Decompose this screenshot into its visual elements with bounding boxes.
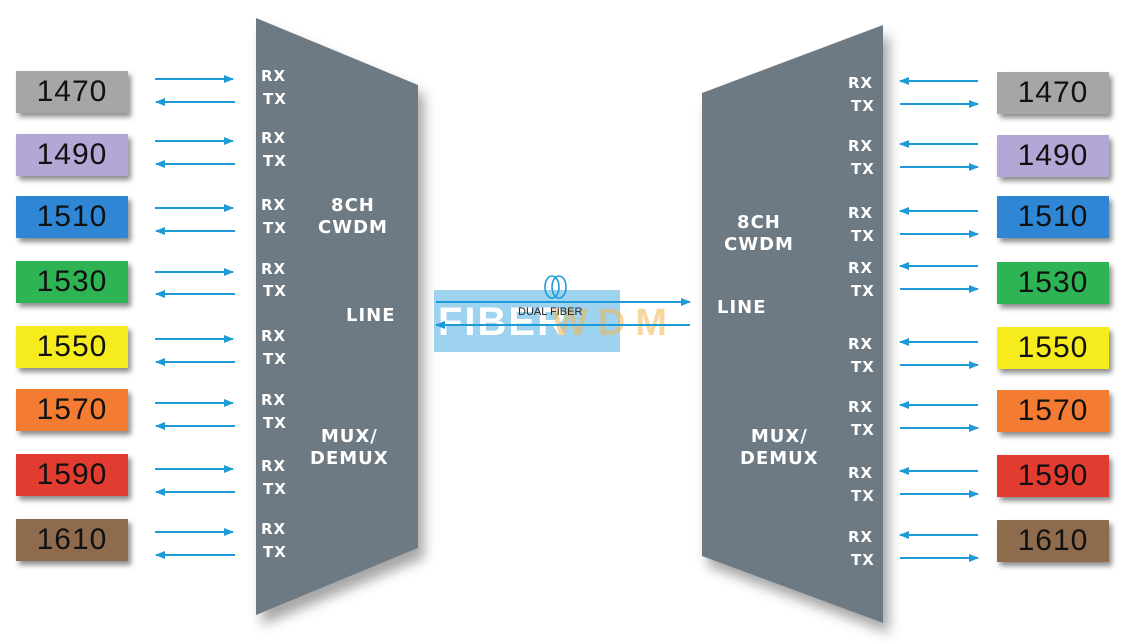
right-tx-label-1570: TX: [851, 421, 875, 439]
left-rx-label-1610: RX: [261, 520, 287, 538]
right-tx-label-1590: TX: [851, 487, 875, 505]
left-tx-label-1470: TX: [263, 90, 287, 108]
left-rx-label-1510: RX: [261, 196, 287, 214]
left-mux-line-label: LINE: [346, 305, 396, 326]
watermark-fiber-text: FIBER: [438, 300, 568, 344]
left-channel-box-1470: 1470: [16, 71, 128, 113]
left-channel-box-1570: 1570: [16, 389, 128, 431]
right-channel-box-1530: 1530: [997, 262, 1109, 304]
right-channel-box-1570: 1570: [997, 390, 1109, 432]
right-mux-body: [702, 25, 883, 623]
left-rx-label-1470: RX: [261, 67, 287, 85]
right-tx-label-1510: TX: [851, 227, 875, 245]
right-tx-label-1530: TX: [851, 282, 875, 300]
right-channel-box-1590: 1590: [997, 455, 1109, 497]
left-channel-box-1530: 1530: [16, 261, 128, 303]
left-rx-label-1570: RX: [261, 391, 287, 409]
left-tx-label-1610: TX: [263, 543, 287, 561]
right-rx-label-1470: RX: [848, 74, 874, 92]
right-channel-box-1510: 1510: [997, 196, 1109, 238]
fiber-coil-icon: [544, 275, 567, 299]
dual-fiber-label: DUAL FIBER: [518, 306, 583, 318]
watermark-wdm-text: WDM: [552, 302, 677, 344]
right-rx-label-1610: RX: [848, 528, 874, 546]
left-channel-box-1610: 1610: [16, 519, 128, 561]
watermark-logo: FIBER WDM: [434, 290, 667, 352]
right-rx-label-1570: RX: [848, 398, 874, 416]
left-channel-box-1550: 1550: [16, 326, 128, 368]
left-tx-label-1490: TX: [263, 152, 287, 170]
right-tx-label-1490: TX: [851, 160, 875, 178]
left-tx-label-1530: TX: [263, 282, 287, 300]
right-channel-box-1470: 1470: [997, 72, 1109, 114]
right-rx-label-1590: RX: [848, 464, 874, 482]
right-mux-line-label: LINE: [717, 297, 767, 318]
right-mux-function: MUX/ DEMUX: [740, 426, 819, 469]
left-mux-title: 8CH CWDM: [318, 195, 388, 238]
right-rx-label-1510: RX: [848, 204, 874, 222]
right-channel-box-1550: 1550: [997, 327, 1109, 369]
right-mux-title: 8CH CWDM: [724, 212, 794, 255]
right-tx-label-1470: TX: [851, 97, 875, 115]
right-tx-label-1610: TX: [851, 551, 875, 569]
left-tx-label-1550: TX: [263, 350, 287, 368]
left-channel-box-1510: 1510: [16, 196, 128, 238]
left-tx-label-1590: TX: [263, 480, 287, 498]
right-rx-label-1490: RX: [848, 137, 874, 155]
arrow-group: [155, 75, 979, 562]
left-rx-label-1550: RX: [261, 327, 287, 345]
left-rx-label-1590: RX: [261, 457, 287, 475]
left-mux-function: MUX/ DEMUX: [310, 426, 389, 469]
right-rx-label-1550: RX: [848, 335, 874, 353]
left-tx-label-1510: TX: [263, 219, 287, 237]
right-tx-label-1550: TX: [851, 358, 875, 376]
left-rx-label-1490: RX: [261, 129, 287, 147]
left-tx-label-1570: TX: [263, 414, 287, 432]
left-channel-box-1490: 1490: [16, 134, 128, 176]
left-channel-box-1590: 1590: [16, 454, 128, 496]
left-mux-body: [256, 18, 418, 615]
right-channel-box-1610: 1610: [997, 520, 1109, 562]
right-rx-label-1530: RX: [848, 259, 874, 277]
left-rx-label-1530: RX: [261, 260, 287, 278]
right-channel-box-1490: 1490: [997, 135, 1109, 177]
